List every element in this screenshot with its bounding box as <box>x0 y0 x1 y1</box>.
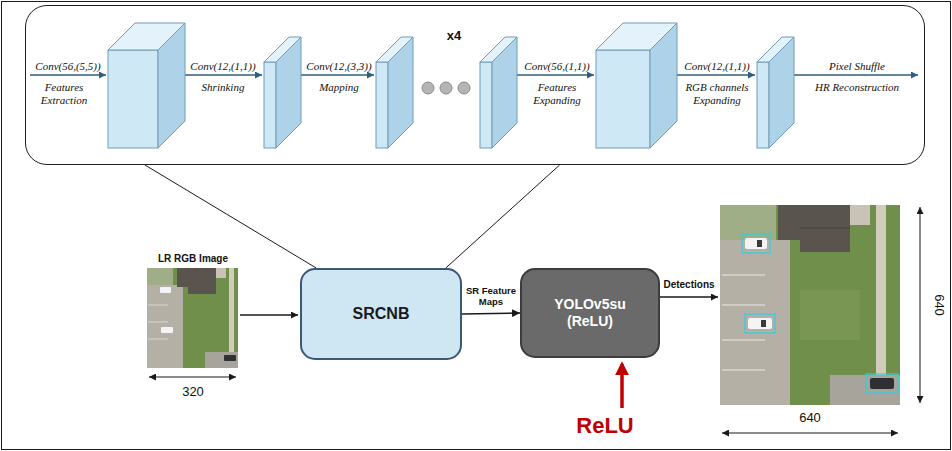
layer-label: Mapping <box>319 81 359 94</box>
arrow-label: Detections <box>663 279 714 290</box>
dimension-label: 320 <box>182 384 204 399</box>
edge-label: SR Feature Maps <box>464 285 518 308</box>
layer-label: Conv(56,(1,1)) <box>524 60 589 73</box>
layer-label: Pixel Shuffle <box>829 60 885 73</box>
feature-map-blocks <box>108 23 794 148</box>
connector <box>145 165 316 268</box>
layer-label: Features Expanding <box>520 81 595 107</box>
dimension-label: 640 <box>799 410 821 425</box>
detection-aerial-image <box>720 205 900 405</box>
layer-label: Conv(12,(3,3)) <box>306 60 371 73</box>
architecture-panel: Conv(56,(5,5)) Features Extraction Conv(12… <box>25 5 925 165</box>
srcnb-box: SRCNB <box>300 268 462 360</box>
layer-label: Conv(56,(5,5)) <box>35 60 100 73</box>
layer-label: x4 <box>447 28 461 43</box>
activation-label: ReLU <box>576 413 633 439</box>
output-arrow <box>660 296 718 298</box>
connector <box>462 313 520 314</box>
input-arrow <box>240 314 298 316</box>
layer-label: HR Reconstruction <box>815 81 899 94</box>
size-dimensions <box>722 207 920 433</box>
lr-aerial-image <box>147 268 238 368</box>
layer-label: Shrinking <box>202 81 245 94</box>
box-title: YOLOv5su (ReLU) <box>540 296 640 330</box>
repeat-dots <box>422 82 470 94</box>
image-caption: LR RGB Image <box>158 253 228 264</box>
layer-label: RGB channels Expanding <box>680 81 755 107</box>
connector <box>446 165 560 268</box>
activation-pointer <box>620 364 624 408</box>
layer-label: Conv(12,(1,1)) <box>190 60 255 73</box>
yolo-box: YOLOv5su (ReLU) <box>520 268 660 358</box>
box-title: SRCNB <box>353 305 410 323</box>
width-dimension <box>149 377 236 378</box>
dimension-label: 640 <box>932 294 947 316</box>
layer-label: Features Extraction <box>29 81 99 107</box>
layer-label: Conv(12,(1,1)) <box>684 60 749 73</box>
